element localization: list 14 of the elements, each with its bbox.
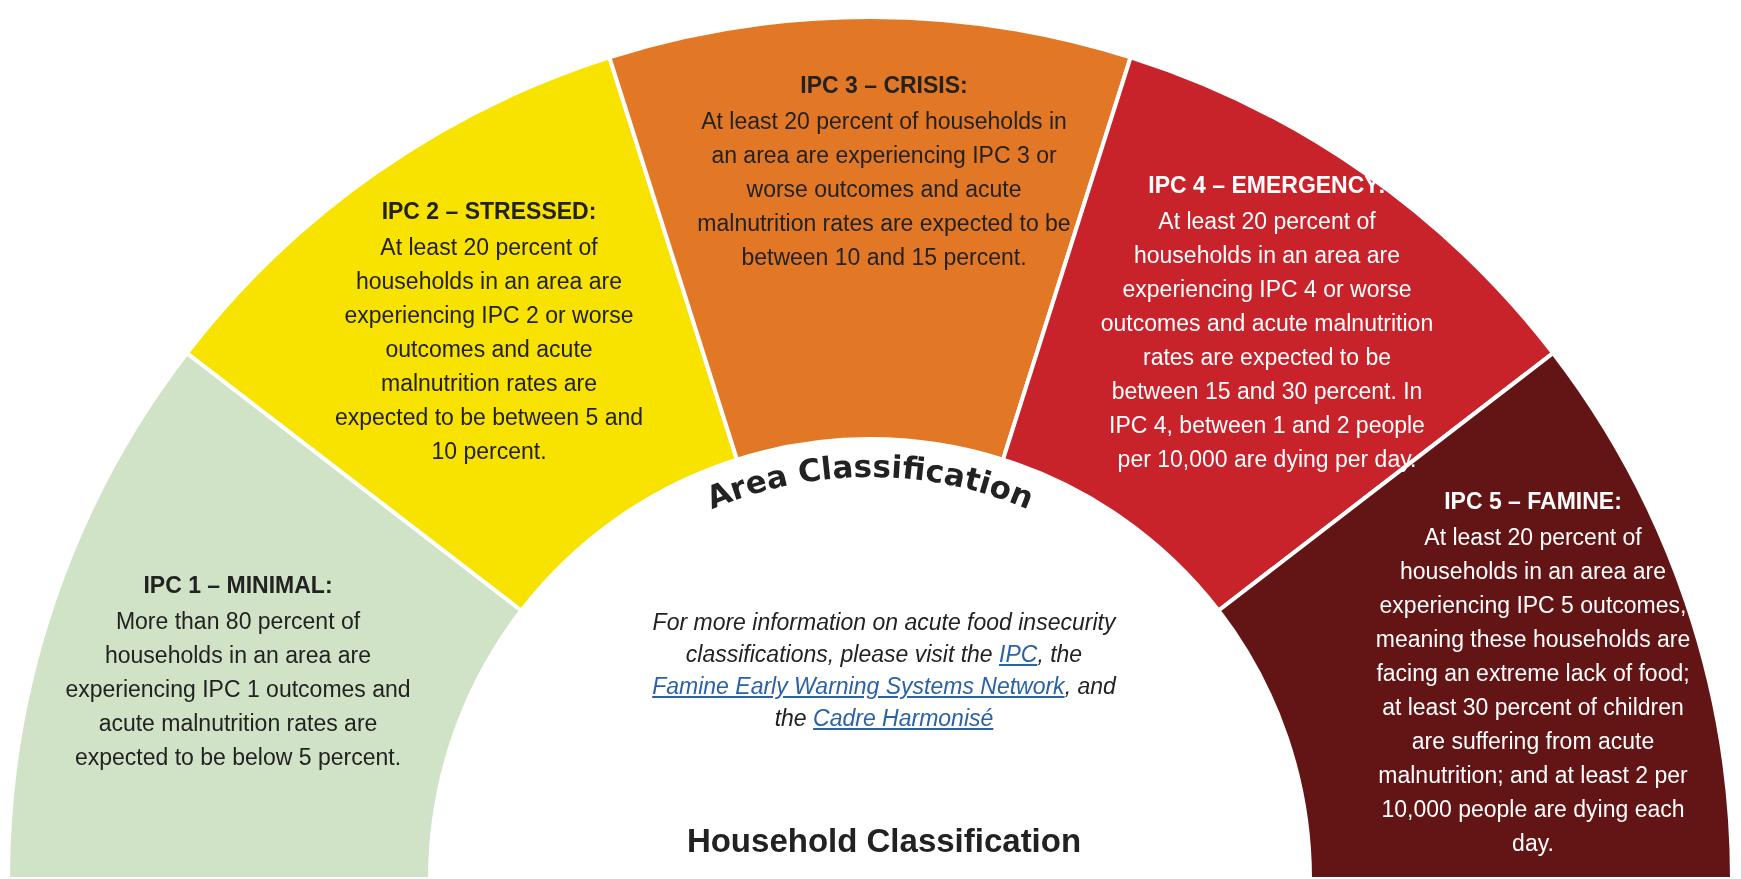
section-title: Household Classification: [685, 822, 1083, 860]
category-description: More than 80 percent of households in an area are experiencing IPC 1 outcomes and acute malnutrition rates are expected to be below 5 percent.: [64, 607, 412, 772]
link: Cadre Harmonisé: [813, 705, 994, 731]
category-description: At least 20 percent of households in an area are experiencing IPC 2 or worse outcomes and acute malnutrition rates are expected to be between 5 and 10 percent.: [334, 233, 644, 466]
category-heading: IPC 1 – MINIMAL:: [142, 571, 334, 600]
category-heading: IPC 5 – FAMINE:: [1443, 487, 1623, 516]
link: Famine Early Warning Systems Network: [652, 673, 1065, 699]
category-heading: IPC 2 – STRESSED:: [380, 197, 598, 226]
category-description: At least 20 percent of households in an area are experiencing IPC 5 outcomes, meaning these households are facing an extreme lack of food; at least 30 percent of children are suffering from acute malnutrition; and at least 2 per 10,000 people are dying each day.: [1374, 523, 1692, 858]
category-description: At least 20 percent of households in an area are experiencing IPC 3 or worse outcomes and acute malnutrition rates are expected to be between 10 and 15 percent.: [696, 107, 1072, 272]
link: IPC: [999, 641, 1038, 667]
category-heading: IPC 4 – EMERGENCY:: [1147, 171, 1387, 200]
category-heading: IPC 3 – CRISIS:: [799, 71, 969, 100]
info-note: For more information on acute food insecurity classifications, please visit the IPC, the Famine Early Warning Systems Network, and the Cadre Harmonisé: [651, 608, 1118, 733]
